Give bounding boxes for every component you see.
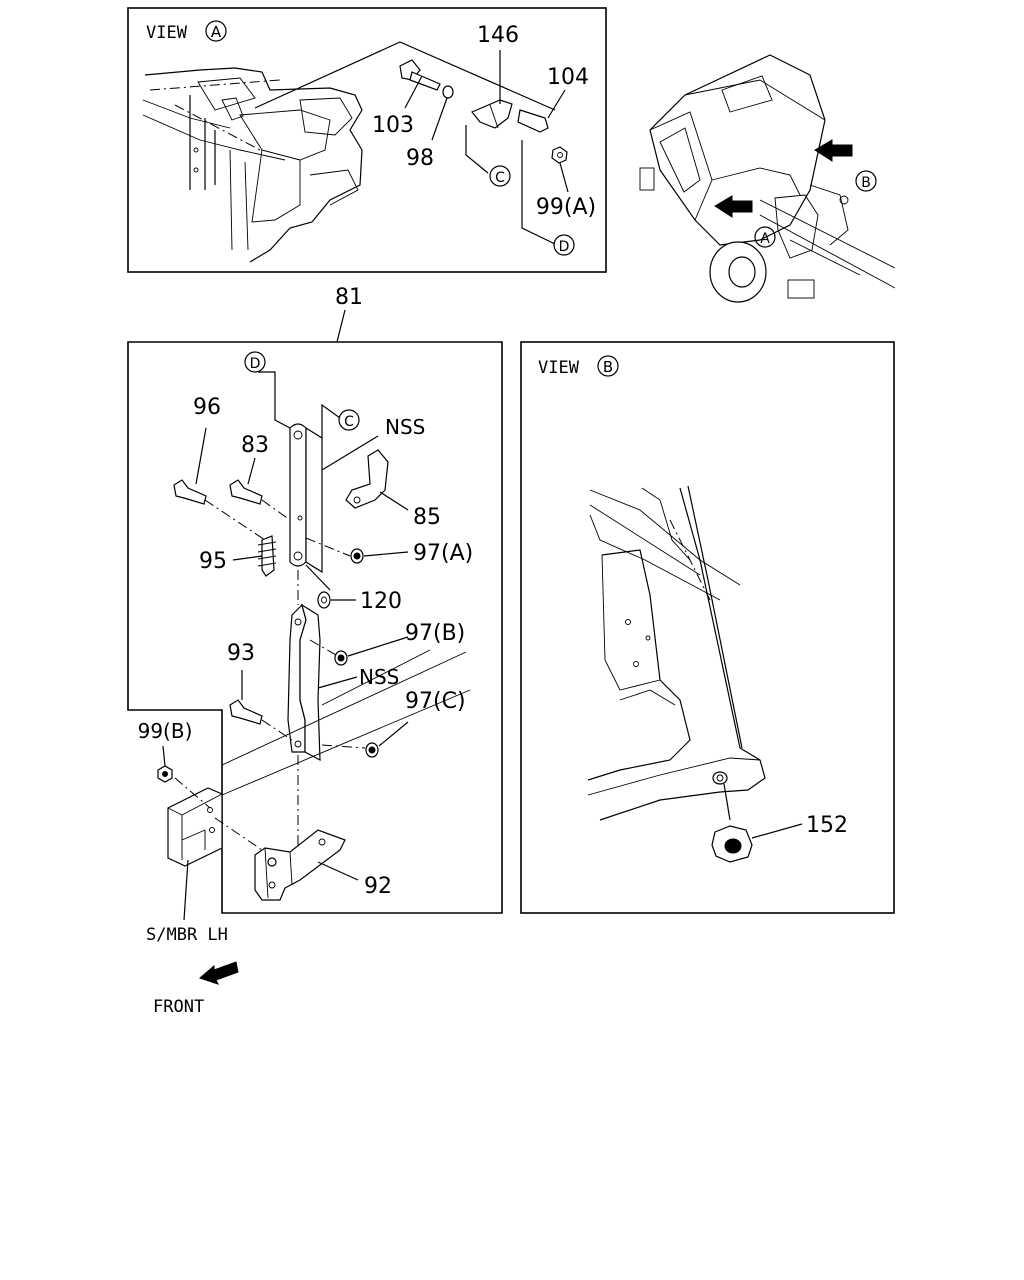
view-b-title: VIEW <box>538 358 580 378</box>
callout-83: 83 <box>241 433 269 458</box>
ref-c-circle-main <box>338 409 360 431</box>
cab-marker-b: B <box>861 175 871 191</box>
callout-104: 104 <box>547 65 589 90</box>
nut-99a <box>551 146 569 193</box>
view-a-letter-circle <box>205 20 227 42</box>
pin-93 <box>229 670 293 741</box>
leader-nss-1 <box>321 435 379 471</box>
view-a-panel: VIEW A <box>127 7 607 273</box>
ref-d-circle-main <box>244 351 266 373</box>
bracket-146 <box>471 50 513 129</box>
callout-98: 98 <box>406 146 434 171</box>
ref-c-a: C <box>495 170 505 186</box>
bracket-92 <box>254 829 359 901</box>
view-a-letter: A <box>211 23 222 41</box>
view-b-letter: B <box>603 358 613 376</box>
side-member-label: S/MBR LH <box>146 925 228 945</box>
marker-b-circle <box>855 170 877 192</box>
callout-93: 93 <box>227 641 255 666</box>
washer-97b <box>309 636 409 666</box>
callout-95: 95 <box>199 549 227 574</box>
front-label: FRONT <box>153 997 204 1017</box>
callout-96: 96 <box>193 395 221 420</box>
view-b-frame <box>520 341 895 914</box>
washer-120 <box>305 564 356 609</box>
ref-d-main: D <box>250 356 261 372</box>
spring-95 <box>232 535 277 577</box>
washer-97c <box>321 721 409 758</box>
wheel-hub-icon <box>728 256 756 288</box>
callout-85: 85 <box>413 505 441 530</box>
callout-97c: 97(C) <box>405 689 466 714</box>
ref-d-a: D <box>559 239 570 255</box>
view-a-cab-structure <box>142 67 363 263</box>
frame-perspective-lines <box>221 649 471 796</box>
washer-98 <box>442 85 454 99</box>
leader-ref-d-main <box>258 371 291 429</box>
pin-83 <box>229 457 263 505</box>
view-a-title: VIEW <box>146 23 188 43</box>
main-view-frame <box>127 341 503 914</box>
washer-97a <box>305 537 409 564</box>
callout-97a: 97(A) <box>413 541 473 566</box>
arrow-a-icon <box>714 195 753 218</box>
marker-a-circle <box>754 226 776 248</box>
view-a-assembly-line <box>254 41 556 111</box>
lower-link-plate <box>287 603 321 762</box>
leader-81 <box>336 309 346 343</box>
view-b-floor-structure <box>587 485 766 821</box>
callout-97b: 97(B) <box>405 621 465 646</box>
callout-152: 152 <box>806 813 848 838</box>
leader-nss-2 <box>317 676 358 689</box>
callout-81: 81 <box>335 285 363 310</box>
frame-block-icon <box>787 279 815 299</box>
leader-98 <box>431 97 448 141</box>
bracket-85 <box>345 449 409 511</box>
truck-overview: A B <box>639 54 896 303</box>
callout-99a: 99(A) <box>536 195 596 220</box>
ref-c-circle-a <box>489 165 511 187</box>
cab-vent <box>721 75 773 113</box>
view-b-panel: VIEW B 152 <box>520 341 895 914</box>
callout-nss-1: NSS <box>385 415 425 439</box>
view-a-frame <box>127 7 607 273</box>
mirror-icon <box>639 167 655 191</box>
leader-ref-d-a <box>521 140 556 245</box>
ref-c-main: C <box>344 414 354 430</box>
side-member-lh <box>167 787 223 921</box>
bolt-104 <box>517 89 566 133</box>
main-exploded-view: 81 D C NSS 85 <box>127 285 503 921</box>
callout-146: 146 <box>477 23 519 48</box>
callout-99b: 99(B) <box>138 719 193 743</box>
bolt-103 <box>399 59 441 109</box>
nut-99b <box>157 745 263 851</box>
callout-120: 120 <box>360 589 402 614</box>
upper-link-plate <box>289 423 323 574</box>
callout-92: 92 <box>364 874 392 899</box>
centerline-pins <box>204 499 291 541</box>
cab-outline <box>649 54 826 246</box>
cab-marker-a: A <box>760 231 770 247</box>
leader-ref-c-a <box>465 125 489 174</box>
ref-d-circle-a <box>553 234 575 256</box>
arrow-b-icon <box>814 139 853 162</box>
grommet-152 <box>711 823 803 863</box>
leader-ref-c-main <box>321 403 341 438</box>
pin-96 <box>173 427 207 505</box>
view-b-letter-circle <box>597 355 619 377</box>
callout-103: 103 <box>372 113 414 138</box>
front-arrow-icon <box>199 961 239 985</box>
